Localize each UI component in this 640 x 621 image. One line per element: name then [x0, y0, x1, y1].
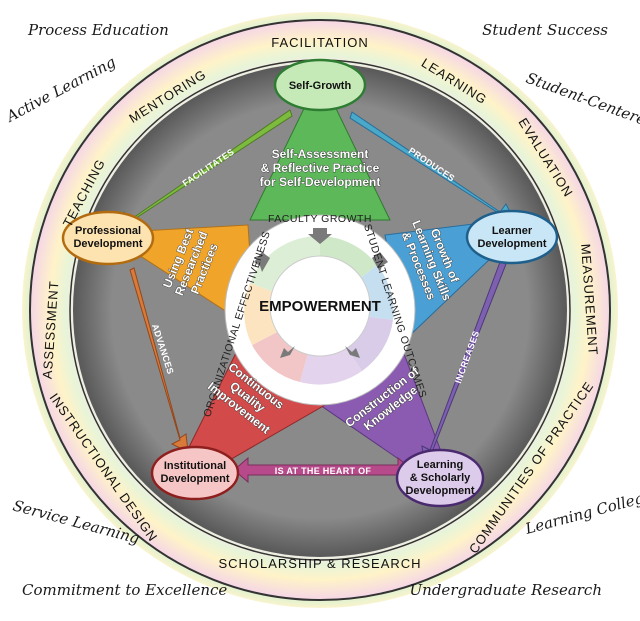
faculty-growth-label: FACULTY GROWTH [268, 213, 372, 225]
arrow-left-icon [372, 252, 388, 272]
svg-text:Learner: Learner [492, 225, 533, 237]
inner-arrows [254, 228, 388, 358]
node-arrows [115, 109, 515, 484]
node-self-growth: Self-Growth [273, 58, 367, 112]
center-disc [269, 255, 371, 357]
arrow-upleft-icon [345, 346, 360, 358]
svg-text:Professional: Professional [75, 225, 141, 237]
svg-text:Development: Development [160, 473, 229, 485]
svg-text:for Self-Development: for Self-Development [260, 175, 381, 189]
svg-text:Learning: Learning [417, 459, 463, 471]
svg-text:ASSESSMENT: ASSESSMENT [40, 280, 62, 380]
center-label: EMPOWERMENT [259, 298, 381, 315]
svg-text:Self-Growth: Self-Growth [289, 80, 352, 92]
svg-text:& Reflective Practice: & Reflective Practice [261, 161, 380, 175]
node-institutional: Institutional Development [150, 445, 240, 501]
corner-commitment: Commitment to Excellence [22, 581, 227, 599]
svg-text:Development: Development [405, 485, 474, 497]
node-learning-scholarly: Learning & Scholarly Development [395, 448, 485, 508]
heart-label: IS AT THE HEART OF [275, 466, 372, 476]
corner-undergrad-research: Undergraduate Research [410, 581, 602, 599]
svg-text:FACILITATION: FACILITATION [271, 35, 368, 50]
node-learner-development: Learner Development [465, 209, 559, 265]
band-self-assessment: Self-Assessment & Reflective Practice fo… [259, 147, 381, 190]
arrow-upright-icon [280, 346, 295, 358]
corner-process-education: Process Education [27, 21, 169, 39]
arrow-right-icon [254, 252, 270, 272]
svg-text:SCHOLARSHIP & RESEARCH: SCHOLARSHIP & RESEARCH [218, 556, 421, 571]
node-professional: Professional Development [61, 210, 155, 266]
arrow-advances [129, 267, 189, 453]
svg-text:& Scholarly: & Scholarly [410, 472, 471, 484]
svg-text:Self-Assessment: Self-Assessment [272, 147, 369, 161]
svg-text:Development: Development [477, 238, 546, 250]
svg-text:Development: Development [73, 238, 142, 250]
svg-text:Institutional: Institutional [164, 460, 226, 472]
corner-student-success: Student Success [482, 21, 608, 39]
arrow-down-icon [308, 228, 332, 244]
